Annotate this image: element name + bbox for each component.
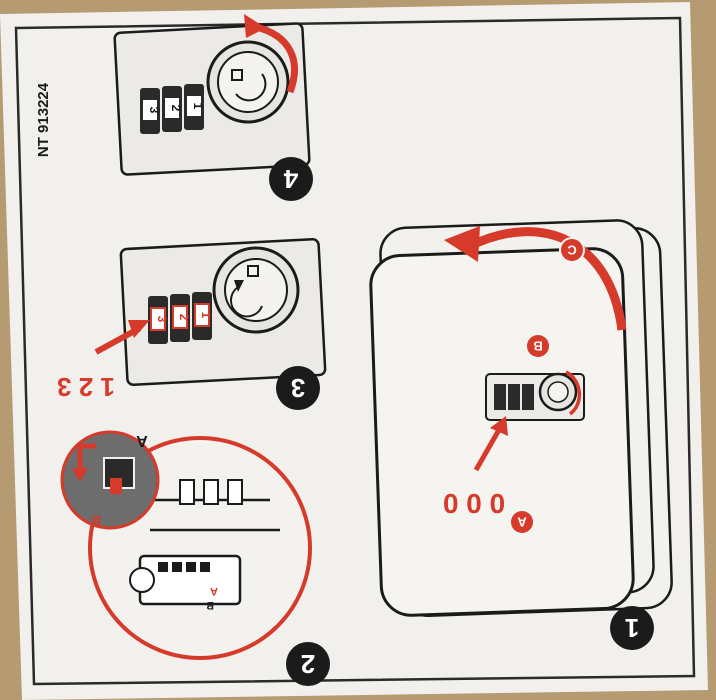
- combination-wheels: 3 2 1: [140, 84, 205, 134]
- pointer-arrow-head: [490, 416, 508, 436]
- label-a-small: A: [210, 585, 218, 597]
- knob-arrow: [565, 370, 581, 416]
- code-label: 0 0 0: [443, 488, 505, 519]
- label-c: C: [567, 243, 577, 258]
- step-2-badge: [286, 642, 330, 686]
- step-4-badge: [269, 157, 313, 201]
- step-1-panel: B 0 0 0 A C 1: [369, 219, 673, 650]
- badge-a: [511, 511, 533, 533]
- wheel-digit: 1: [191, 103, 205, 110]
- badge-c: [559, 237, 585, 263]
- step-3-number: 3: [291, 373, 305, 403]
- pointer-arrow-head: [128, 320, 150, 338]
- label-b: B: [91, 513, 101, 529]
- step-2-panel: A B A B 2: [60, 430, 330, 686]
- label-b-small: B: [206, 599, 214, 611]
- wheel-digit: 3: [147, 107, 161, 114]
- wheel-window: [172, 305, 188, 329]
- combination-wheels: 3 2 1: [148, 292, 213, 344]
- step-1-number: 1: [625, 613, 639, 643]
- label-a: A: [136, 432, 148, 449]
- wheel-digit: 2: [169, 105, 183, 112]
- wheel-digit: 2: [177, 314, 191, 321]
- slide-arrow: [77, 443, 96, 476]
- rotary-knob: [212, 246, 300, 334]
- rotary-knob: [206, 40, 290, 124]
- wheel-window: [187, 96, 201, 116]
- label-b: B: [533, 339, 542, 354]
- wheel-window: [143, 100, 157, 120]
- badge-b: [527, 335, 549, 357]
- step-2-number: 2: [301, 649, 315, 679]
- open-arrow-head: [444, 226, 480, 262]
- wheel-window: [194, 303, 210, 327]
- step-4-number: 4: [283, 164, 298, 194]
- wheel-digit: 1: [199, 312, 213, 319]
- document-code: NT 913224: [35, 82, 52, 157]
- label-a: A: [517, 515, 527, 530]
- step-3-panel: 3 2 1 1 2 3 3: [57, 237, 327, 410]
- step-1-badge: [610, 606, 654, 650]
- wheel-digit: 3: [155, 316, 169, 323]
- wheel-window: [165, 98, 179, 118]
- code-label: 1 2 3: [57, 372, 115, 402]
- wheel-window: [150, 307, 166, 331]
- page-frame: [14, 16, 696, 686]
- pointer-arrow: [473, 426, 503, 472]
- step-3-badge: [276, 366, 320, 410]
- turn-arrow-head: [244, 14, 266, 38]
- step-4-panel: 3 2 1 4: [113, 14, 313, 201]
